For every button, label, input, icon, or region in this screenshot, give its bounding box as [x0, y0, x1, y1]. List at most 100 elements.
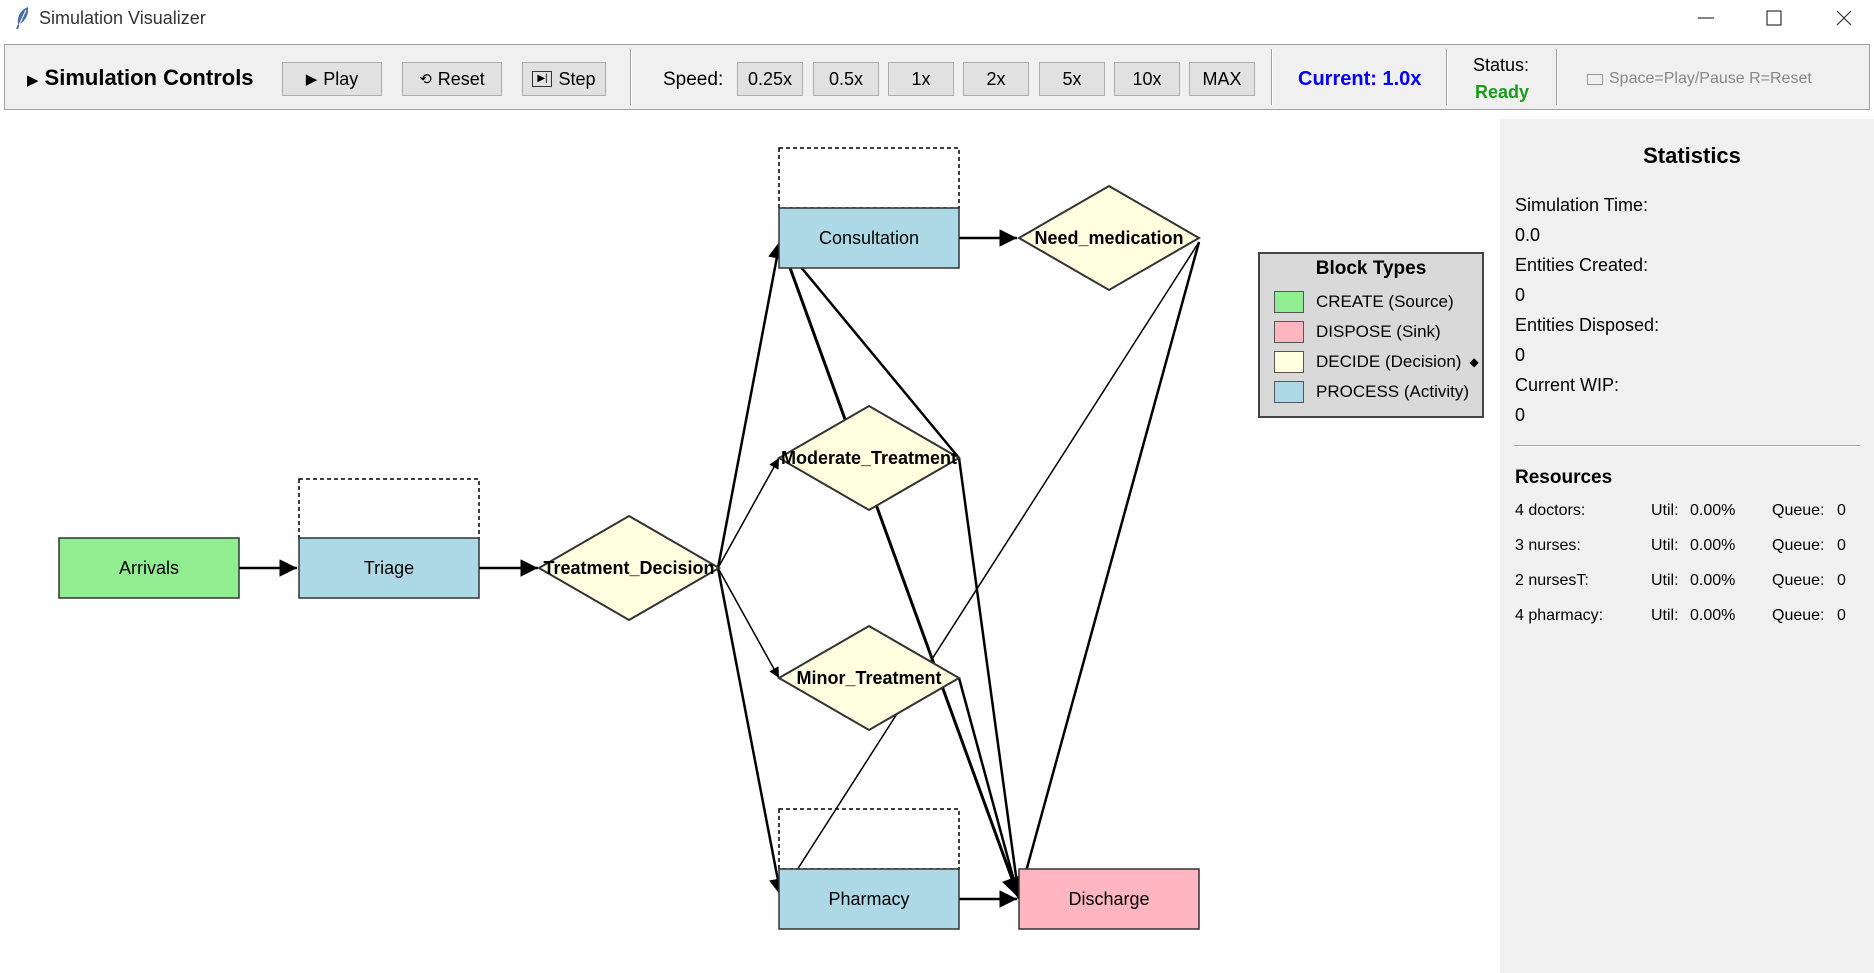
block-arrivals[interactable]: Arrivals — [58, 537, 240, 599]
controls-toggle[interactable]: ▶Simulation Controls — [27, 65, 254, 91]
diamond-icon: ◆ — [1469, 355, 1479, 369]
resource-queue: 0 — [1837, 572, 1846, 589]
block-label: Moderate_Treatment — [781, 448, 957, 468]
legend-item-dispose: DISPOSE (Sink) — [1274, 320, 1441, 344]
toolbar-separator — [1446, 49, 1448, 105]
play-icon: ▶ — [305, 71, 318, 88]
block-label: Treatment_Decision — [543, 558, 714, 578]
maximize-icon — [1766, 10, 1782, 26]
block-label: Arrivals — [119, 558, 179, 578]
edge-decision-moderate — [717, 457, 780, 569]
close-icon — [1836, 10, 1852, 26]
resource-name: 2 nursesT: — [1515, 572, 1589, 589]
block-label: Consultation — [819, 228, 919, 248]
status-label: Status: — [1473, 55, 1530, 75]
edge-decision-consultation — [716, 240, 786, 569]
keyboard-icon — [1587, 73, 1603, 85]
block-consultation[interactable]: Consultation — [778, 207, 960, 269]
speed-button-10x[interactable]: 10x — [1114, 62, 1180, 96]
diagram-canvas[interactable]: Arrivals Triage Treatment_Decision Consu… — [0, 119, 1500, 973]
resource-util-label: Util: — [1651, 502, 1679, 519]
maximize-button[interactable] — [1744, 0, 1804, 36]
resource-name: 3 nurses: — [1515, 537, 1581, 554]
resource-name: 4 doctors: — [1515, 502, 1586, 519]
controls-section: ▶Simulation Controls ▶ Play ⟲ Reset ▶|Step — [5, 45, 630, 109]
block-triage[interactable]: Triage — [298, 537, 480, 599]
speed-button-2x[interactable]: 2x — [963, 62, 1029, 96]
toolbar-separator — [1556, 49, 1558, 105]
legend-swatch — [1274, 291, 1304, 313]
resource-queue-label: Queue: — [1772, 572, 1825, 589]
title-bar: Simulation Visualizer — [0, 0, 1874, 36]
resource-row-nurses: 3 nurses: Util: 0.00% Queue: 0 — [1515, 537, 1865, 559]
edge-need-medication-pharmacy — [780, 241, 1200, 896]
block-minor-treatment[interactable]: Minor_Treatment — [777, 624, 961, 732]
resource-util-label: Util: — [1651, 607, 1679, 624]
minimize-button[interactable] — [1676, 0, 1736, 36]
legend-label: DECIDE (Decision) — [1316, 352, 1462, 371]
reset-button[interactable]: ⟲ Reset — [402, 62, 502, 96]
block-need-medication[interactable]: Need_medication — [1017, 184, 1201, 292]
resource-queue: 0 — [1837, 502, 1846, 519]
window-title: Simulation Visualizer — [39, 8, 206, 28]
reset-label: Reset — [437, 68, 485, 89]
triage-queue-box — [298, 478, 480, 540]
legend-label: DISPOSE (Sink) — [1316, 322, 1441, 341]
legend-title: Block Types — [1315, 258, 1427, 279]
triangle-right-icon: ▶ — [27, 72, 39, 89]
entities-created-label: Entities Created: — [1515, 255, 1649, 275]
minimize-icon — [1698, 17, 1714, 19]
resource-queue: 0 — [1837, 537, 1846, 554]
resource-queue-label: Queue: — [1772, 502, 1825, 519]
simulation-controls-toolbar: ▶Simulation Controls ▶ Play ⟲ Reset ▶|Step… — [4, 44, 1870, 110]
edge-need-medication-discharge — [1015, 241, 1201, 898]
block-label: Discharge — [1068, 889, 1149, 909]
resource-queue-label: Queue: — [1772, 537, 1825, 554]
pharmacy-queue-box — [778, 808, 960, 870]
legend-swatch — [1274, 321, 1304, 343]
simulation-time-value: 0.0 — [1515, 225, 1541, 245]
shortcut-text: Space=Play/Pause R=Reset — [1609, 70, 1812, 87]
resource-row-nursesT: 2 nursesT: Util: 0.00% Queue: 0 — [1515, 572, 1865, 594]
play-button[interactable]: ▶ Play — [282, 62, 382, 96]
resource-util: 0.00% — [1690, 502, 1736, 519]
legend-item-create: CREATE (Source) — [1274, 290, 1454, 314]
current-wip-label: Current WIP: — [1515, 375, 1620, 395]
resource-util: 0.00% — [1690, 537, 1736, 554]
statistics-panel: Statistics Simulation Time: 0.0 Entities… — [1500, 119, 1874, 973]
speed-button-1x[interactable]: 1x — [888, 62, 954, 96]
edge-moderate-consultation — [780, 242, 960, 459]
current-wip-value: 0 — [1515, 405, 1526, 425]
legend-label: PROCESS (Activity) — [1316, 382, 1470, 401]
block-label: Pharmacy — [828, 889, 909, 909]
step-button[interactable]: ▶|Step — [522, 62, 606, 96]
panel-divider — [1514, 445, 1860, 447]
edge-decision-pharmacy — [716, 567, 787, 897]
resource-name: 4 pharmacy: — [1515, 607, 1604, 624]
feather-icon — [16, 7, 29, 29]
close-button[interactable] — [1814, 0, 1874, 36]
play-label: Play — [323, 68, 359, 89]
resource-util: 0.00% — [1690, 607, 1736, 624]
speed-button-0.25x[interactable]: 0.25x — [737, 62, 803, 96]
reset-icon: ⟲ — [419, 71, 432, 88]
speed-button-0.5x[interactable]: 0.5x — [813, 62, 879, 96]
speed-button-max[interactable]: MAX — [1189, 62, 1255, 96]
speed-button-5x[interactable]: 5x — [1039, 62, 1105, 96]
resource-row-pharmacy: 4 pharmacy: Util: 0.00% Queue: 0 — [1515, 607, 1865, 629]
block-moderate-treatment[interactable]: Moderate_Treatment — [777, 404, 961, 512]
consultation-queue-box — [778, 147, 960, 209]
resource-queue: 0 — [1837, 607, 1846, 624]
step-icon: ▶| — [532, 71, 553, 87]
block-discharge[interactable]: Discharge — [1018, 868, 1200, 930]
resource-util: 0.00% — [1690, 572, 1736, 589]
current-speed: Current: 1.0x — [1298, 68, 1422, 90]
legend-item-decide: DECIDE (Decision) ◆ — [1274, 350, 1479, 374]
block-pharmacy[interactable]: Pharmacy — [778, 868, 960, 930]
resource-util-label: Util: — [1651, 537, 1679, 554]
status-value: Ready — [1475, 82, 1530, 102]
statistics-title: Statistics — [1643, 143, 1741, 168]
block-treatment-decision[interactable]: Treatment_Decision — [537, 514, 721, 622]
edge-consultation-discharge — [779, 242, 1022, 899]
toolbar-separator — [1271, 49, 1273, 105]
